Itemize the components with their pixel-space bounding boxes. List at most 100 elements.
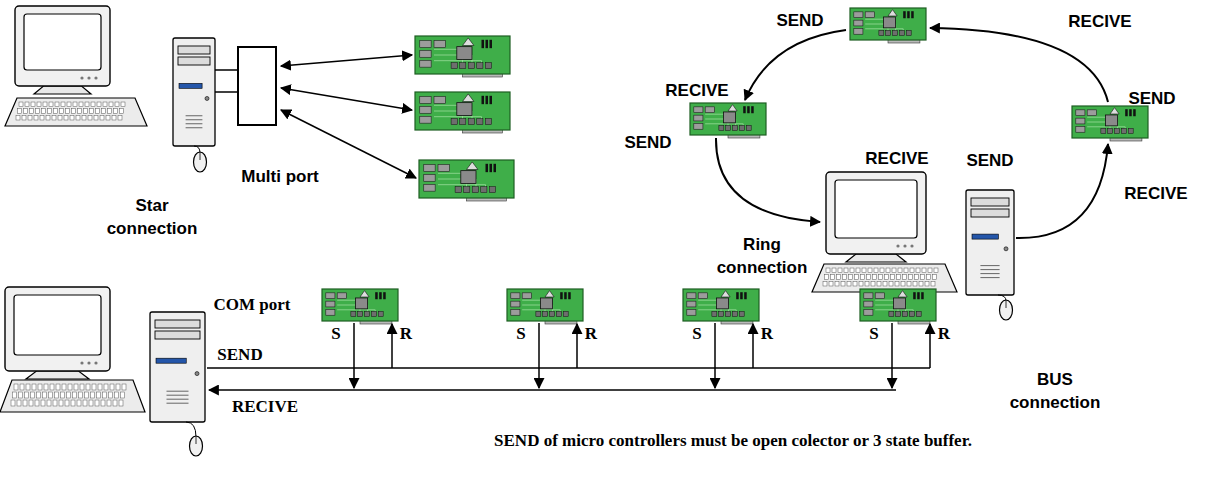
keyboard-key bbox=[43, 102, 47, 107]
circuit-board bbox=[860, 289, 936, 324]
keyboard-key bbox=[103, 102, 107, 107]
board-chip bbox=[694, 123, 703, 129]
board-chip bbox=[434, 41, 445, 48]
keyboard-key bbox=[53, 400, 57, 406]
drive-bay bbox=[971, 198, 1009, 206]
power-button bbox=[1004, 247, 1008, 251]
receive-tap bbox=[576, 324, 578, 368]
board-pad bbox=[460, 119, 466, 125]
keyboard-key bbox=[103, 392, 107, 398]
board-processor bbox=[893, 298, 905, 309]
keyboard-key bbox=[70, 115, 74, 120]
monitor-button bbox=[896, 244, 899, 247]
keyboard-key bbox=[113, 400, 117, 406]
board-trace bbox=[438, 185, 486, 193]
board-pad bbox=[365, 311, 370, 316]
board-pad bbox=[468, 63, 474, 69]
board-chip bbox=[438, 165, 449, 172]
keyboard-key bbox=[48, 109, 52, 114]
pin-label: S bbox=[331, 322, 340, 345]
board-pcb bbox=[1072, 106, 1148, 138]
keyboard-key bbox=[931, 281, 935, 286]
keyboard-key bbox=[67, 392, 71, 398]
board-pad bbox=[464, 187, 470, 193]
keyboard-key bbox=[73, 392, 77, 398]
keyboard-key bbox=[895, 281, 899, 286]
keyboard-key bbox=[891, 275, 895, 280]
board-header-pin bbox=[486, 40, 489, 48]
keyboard-key bbox=[861, 275, 865, 280]
ring-link bbox=[716, 138, 820, 222]
keyboard-key bbox=[29, 400, 33, 406]
signal-label: RECIVE bbox=[665, 79, 728, 102]
board-trace bbox=[705, 124, 743, 130]
receive-tap bbox=[391, 324, 393, 368]
board-pad bbox=[485, 119, 491, 125]
keyboard-key bbox=[76, 115, 80, 120]
circuit-board bbox=[415, 36, 510, 77]
keyboard-key bbox=[14, 384, 18, 390]
keyboard-key bbox=[71, 400, 75, 406]
keyboard-key bbox=[55, 392, 59, 398]
port-label: COM port bbox=[214, 293, 291, 316]
keyboard-icon bbox=[0, 380, 145, 412]
keyboard-key bbox=[36, 109, 40, 114]
keyboard-key bbox=[874, 268, 878, 273]
keyboard-key bbox=[54, 109, 58, 114]
keyboard-key bbox=[849, 275, 853, 280]
star-link bbox=[281, 88, 412, 110]
keyboard-key bbox=[23, 400, 27, 406]
vent-line bbox=[980, 269, 999, 270]
keyboard-key bbox=[68, 384, 72, 390]
signal-label: RECIVE bbox=[1124, 182, 1187, 205]
ring-link bbox=[930, 28, 1108, 102]
star-link bbox=[281, 55, 412, 66]
keyboard-key bbox=[19, 392, 23, 398]
board-header-pin bbox=[917, 292, 920, 299]
board-pad bbox=[477, 119, 483, 125]
keyboard-body bbox=[5, 98, 147, 126]
monitor-stand bbox=[26, 371, 89, 379]
board-header-pin bbox=[740, 292, 743, 299]
board-chip bbox=[337, 293, 346, 299]
keyboard-key bbox=[868, 268, 872, 273]
keyboard-key bbox=[22, 115, 26, 120]
power-button bbox=[205, 96, 209, 100]
ring-link bbox=[1016, 144, 1108, 238]
keyboard-key bbox=[85, 392, 89, 398]
board-header-pin bbox=[903, 11, 906, 18]
pin-label: R bbox=[938, 322, 950, 345]
keyboard-key bbox=[844, 268, 848, 273]
keyboard-key bbox=[877, 281, 881, 286]
keyboard-key bbox=[832, 268, 836, 273]
board-header-pin bbox=[747, 106, 750, 113]
board-header-pin bbox=[751, 106, 754, 113]
board-header-pin bbox=[379, 292, 382, 299]
keyboard-key bbox=[84, 109, 88, 114]
board-trace bbox=[522, 310, 560, 316]
board-pcb bbox=[690, 103, 766, 135]
board-pad bbox=[1108, 128, 1113, 133]
vent-line bbox=[186, 119, 203, 120]
monitor-icon bbox=[15, 6, 110, 94]
topology-title: BUS connection bbox=[1005, 368, 1105, 414]
board-pad bbox=[371, 311, 376, 316]
board-header-pin bbox=[911, 11, 914, 18]
board-chip bbox=[511, 301, 520, 307]
board-pad bbox=[903, 311, 908, 316]
board-chip bbox=[1076, 126, 1085, 132]
board-trace bbox=[698, 310, 736, 316]
board-jumper bbox=[898, 291, 907, 297]
keyboard-key bbox=[921, 275, 925, 280]
keyboard-key bbox=[20, 384, 24, 390]
ring-link bbox=[745, 30, 846, 100]
vent-line bbox=[980, 277, 999, 278]
keyboard-key bbox=[898, 268, 902, 273]
vent-line bbox=[980, 273, 999, 274]
board-pad bbox=[732, 311, 737, 316]
board-header-pin bbox=[490, 96, 493, 104]
monitor-button bbox=[80, 76, 83, 79]
board-header-pin bbox=[490, 164, 493, 172]
keyboard-icon bbox=[5, 98, 147, 126]
board-header-pin bbox=[486, 96, 489, 104]
